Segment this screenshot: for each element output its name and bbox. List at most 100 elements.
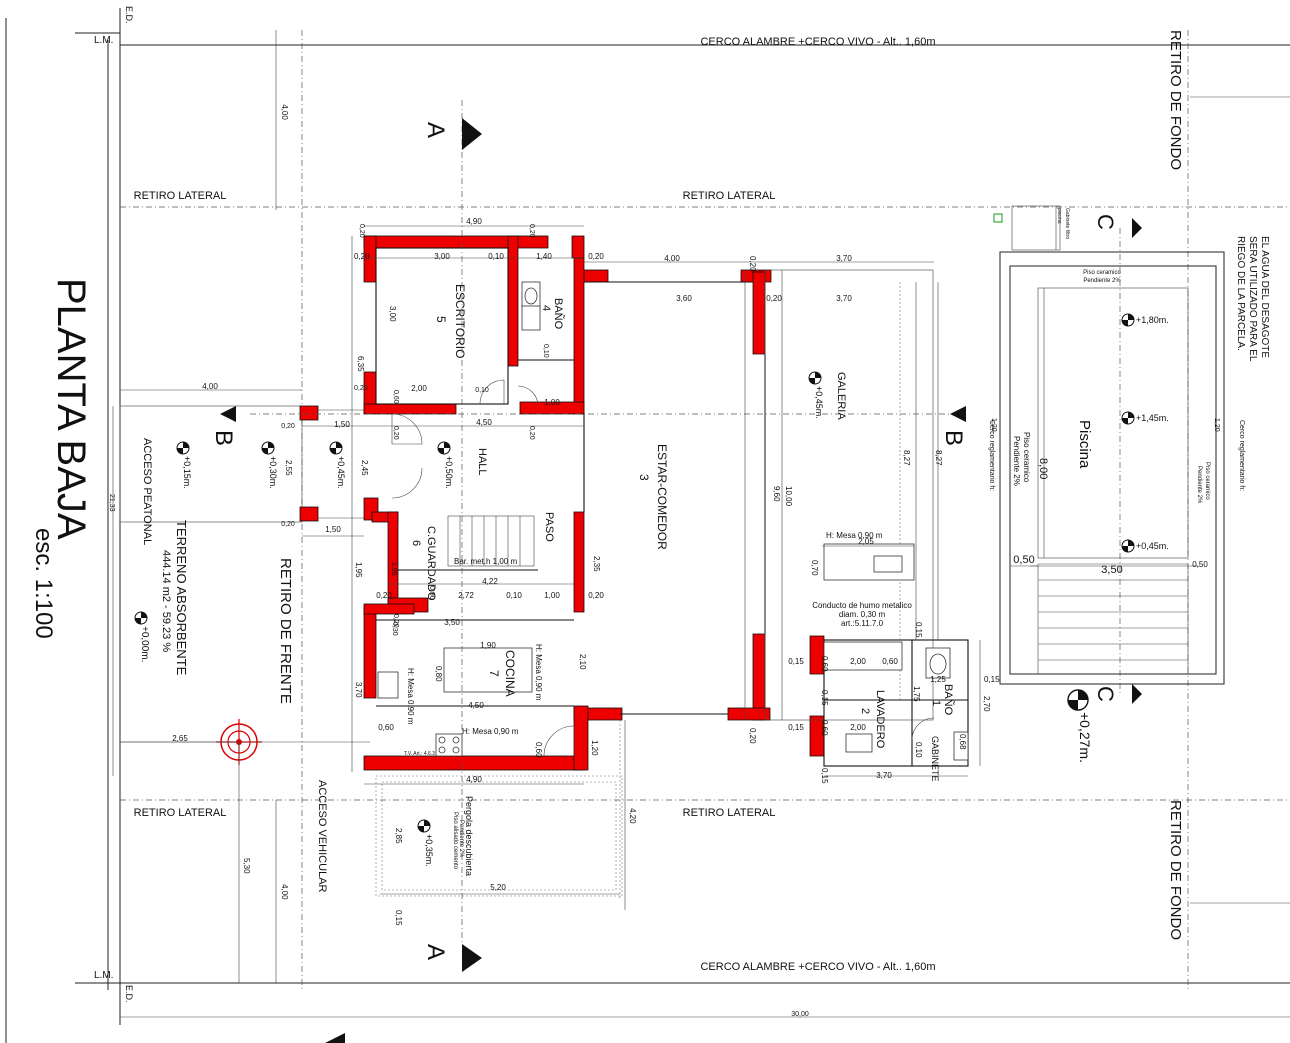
level-acceso: +0,15m. <box>182 456 192 489</box>
side-setback-label-1: RETIRO LATERAL <box>134 190 227 202</box>
dim-635: 6,35 <box>356 356 365 372</box>
level-terreno: +0,00m. <box>139 626 150 662</box>
dim-010-e: 0,10 <box>542 344 549 358</box>
conducto-line2: diam. 0,30 m <box>839 610 886 619</box>
section-mark-b-left <box>220 406 236 422</box>
side-setback-label-4: RETIRO LATERAL <box>683 807 776 819</box>
section-a-top-label: A <box>422 122 449 138</box>
section-b-right-label: B <box>940 430 967 446</box>
dim-080: 0,80 <box>434 666 443 682</box>
dim-490-top: 4,90 <box>466 217 482 226</box>
dim-100-b: 1,00 <box>544 591 560 600</box>
dim-020-b: 0,20 <box>766 294 782 303</box>
fixtures <box>377 281 969 761</box>
dim-370-v: 3,70 <box>354 682 363 698</box>
bano4-name: BAÑO <box>552 298 565 330</box>
dim-020-o: 0,20 <box>281 521 295 528</box>
paso-label: PASO <box>543 512 555 542</box>
dim-400-left: 4,00 <box>202 382 218 391</box>
level-galeria: +0,45m. <box>814 386 824 419</box>
cerco-reg-right: Cerco reglamentario h: <box>1238 420 1245 491</box>
dim-210: 2,10 <box>578 654 587 670</box>
dim-020-h: 0,20 <box>358 224 365 238</box>
dim-175: 1,75 <box>912 686 921 702</box>
level-pergola: +0,35m. <box>424 834 434 867</box>
dim-400-estar: 4,00 <box>664 254 680 263</box>
dim-015-b: 0,15 <box>788 657 804 666</box>
dim-020-g: 0,20 <box>748 728 757 744</box>
section-b-left-label: B <box>210 430 237 446</box>
level-piscina-2: +1,45m. <box>1136 413 1169 423</box>
dim-015-c: 0,15 <box>788 723 804 732</box>
level-piscina-borde: +0,27m. <box>1077 712 1093 763</box>
dim-015-e: 0,15 <box>820 768 829 784</box>
front-setback-label: RETIRO DE FRENTE <box>277 558 294 704</box>
dim-010-c: 0,10 <box>914 742 923 758</box>
baranda-label: Bar. met.h 1,00 m <box>454 557 517 566</box>
lot-boundary <box>75 8 1290 1025</box>
section-mark-a-bottom <box>462 944 482 972</box>
dim-060-b: 0,60 <box>534 742 543 758</box>
terreno-label: TERRENO ABSORBENTE <box>174 520 189 676</box>
dim-140: 1,40 <box>536 252 552 261</box>
section-mark-c-bottom <box>1132 684 1142 704</box>
pendiente-left: Pendiente 2% <box>1012 436 1021 486</box>
dim-020-d: 0,20 <box>588 591 604 600</box>
dim-265: 2,65 <box>172 734 188 743</box>
plan-title: PLANTA BAJA <box>49 278 93 540</box>
piso-ceramico-left: Piso ceramico <box>1022 432 1031 483</box>
level-piscina-1: +1,80m. <box>1136 315 1169 325</box>
section-a-bottom-label: A <box>422 944 449 960</box>
cocina-num: 7 <box>487 670 501 677</box>
dim-015-d: 0,15 <box>820 690 829 706</box>
dim-020-k: 0,20 <box>392 426 399 440</box>
cerco-reg-left: Cerco reglamentario h: <box>988 420 995 491</box>
dim-068: 0,68 <box>958 734 967 750</box>
dim-350-a: 3,50 <box>444 618 460 627</box>
dim-010-b: 0,10 <box>506 591 522 600</box>
pendiente-top: Pendiente 2% <box>1083 278 1121 284</box>
dim-015-pergola: 0,15 <box>394 910 403 926</box>
plan-scale: esc. 1:100 <box>30 528 57 639</box>
dim-120: 1,20 <box>590 740 599 756</box>
gabinete-label: GABINETE <box>930 736 940 782</box>
dim-010: 0,10 <box>488 252 504 261</box>
dim-020-f: 0,20 <box>748 256 757 272</box>
level-piscina-3: +0,45m. <box>1136 541 1169 551</box>
pedestrian-access <box>119 405 370 523</box>
pergola <box>375 720 623 900</box>
pergola-piso: Piso alisado cemento <box>452 812 458 870</box>
conducto-line1: Conducto de humo metalico <box>812 601 912 610</box>
dimension-lines <box>112 30 1200 983</box>
galeria-label: GALERIA <box>835 372 847 420</box>
dim-060-f: 0,60 <box>392 390 399 404</box>
dim-100-a: 1,00 <box>544 398 560 407</box>
dim-020-c: 0,20 <box>354 252 370 261</box>
ed-label-top: E.D. <box>124 6 134 24</box>
dim-370-lav: 3,70 <box>876 771 892 780</box>
dim-200-lav-b: 2,00 <box>850 723 866 732</box>
rear-setback-label-top: RETIRO DE FONDO <box>1167 30 1184 170</box>
pool <box>999 251 1225 685</box>
doors <box>391 379 935 757</box>
bano4-num: 4 <box>540 305 552 311</box>
lm-label-top: L.M. <box>94 35 113 46</box>
dim-015-a: 0,15 <box>914 622 923 638</box>
tv-label: T.V. Art.: 4.6.3 <box>404 751 435 757</box>
filter-icon <box>993 213 1003 223</box>
dim-350-pool: 3,50 <box>1101 564 1122 576</box>
dim-450-top: 4,50 <box>476 418 492 427</box>
section-c-bottom-label: C <box>1093 686 1118 702</box>
desague-line3: RIEGO DE LA PARCELA. <box>1235 236 1246 351</box>
dim-800: 8,00 <box>1037 458 1049 479</box>
interior-partitions <box>375 247 969 767</box>
lavadero-name: LAVADERO <box>874 690 886 749</box>
cocina-name: COCINA <box>503 650 517 697</box>
dim-200: 2,00 <box>411 384 427 393</box>
section-mark-b-right <box>950 406 966 422</box>
dim-020-e: 0,20 <box>376 591 392 600</box>
mesa-cocina-left: H: Mesa 0,90 m <box>406 668 415 725</box>
level-hall: +0,50m. <box>444 456 454 489</box>
dim-020-m: 0,20 <box>354 385 368 392</box>
